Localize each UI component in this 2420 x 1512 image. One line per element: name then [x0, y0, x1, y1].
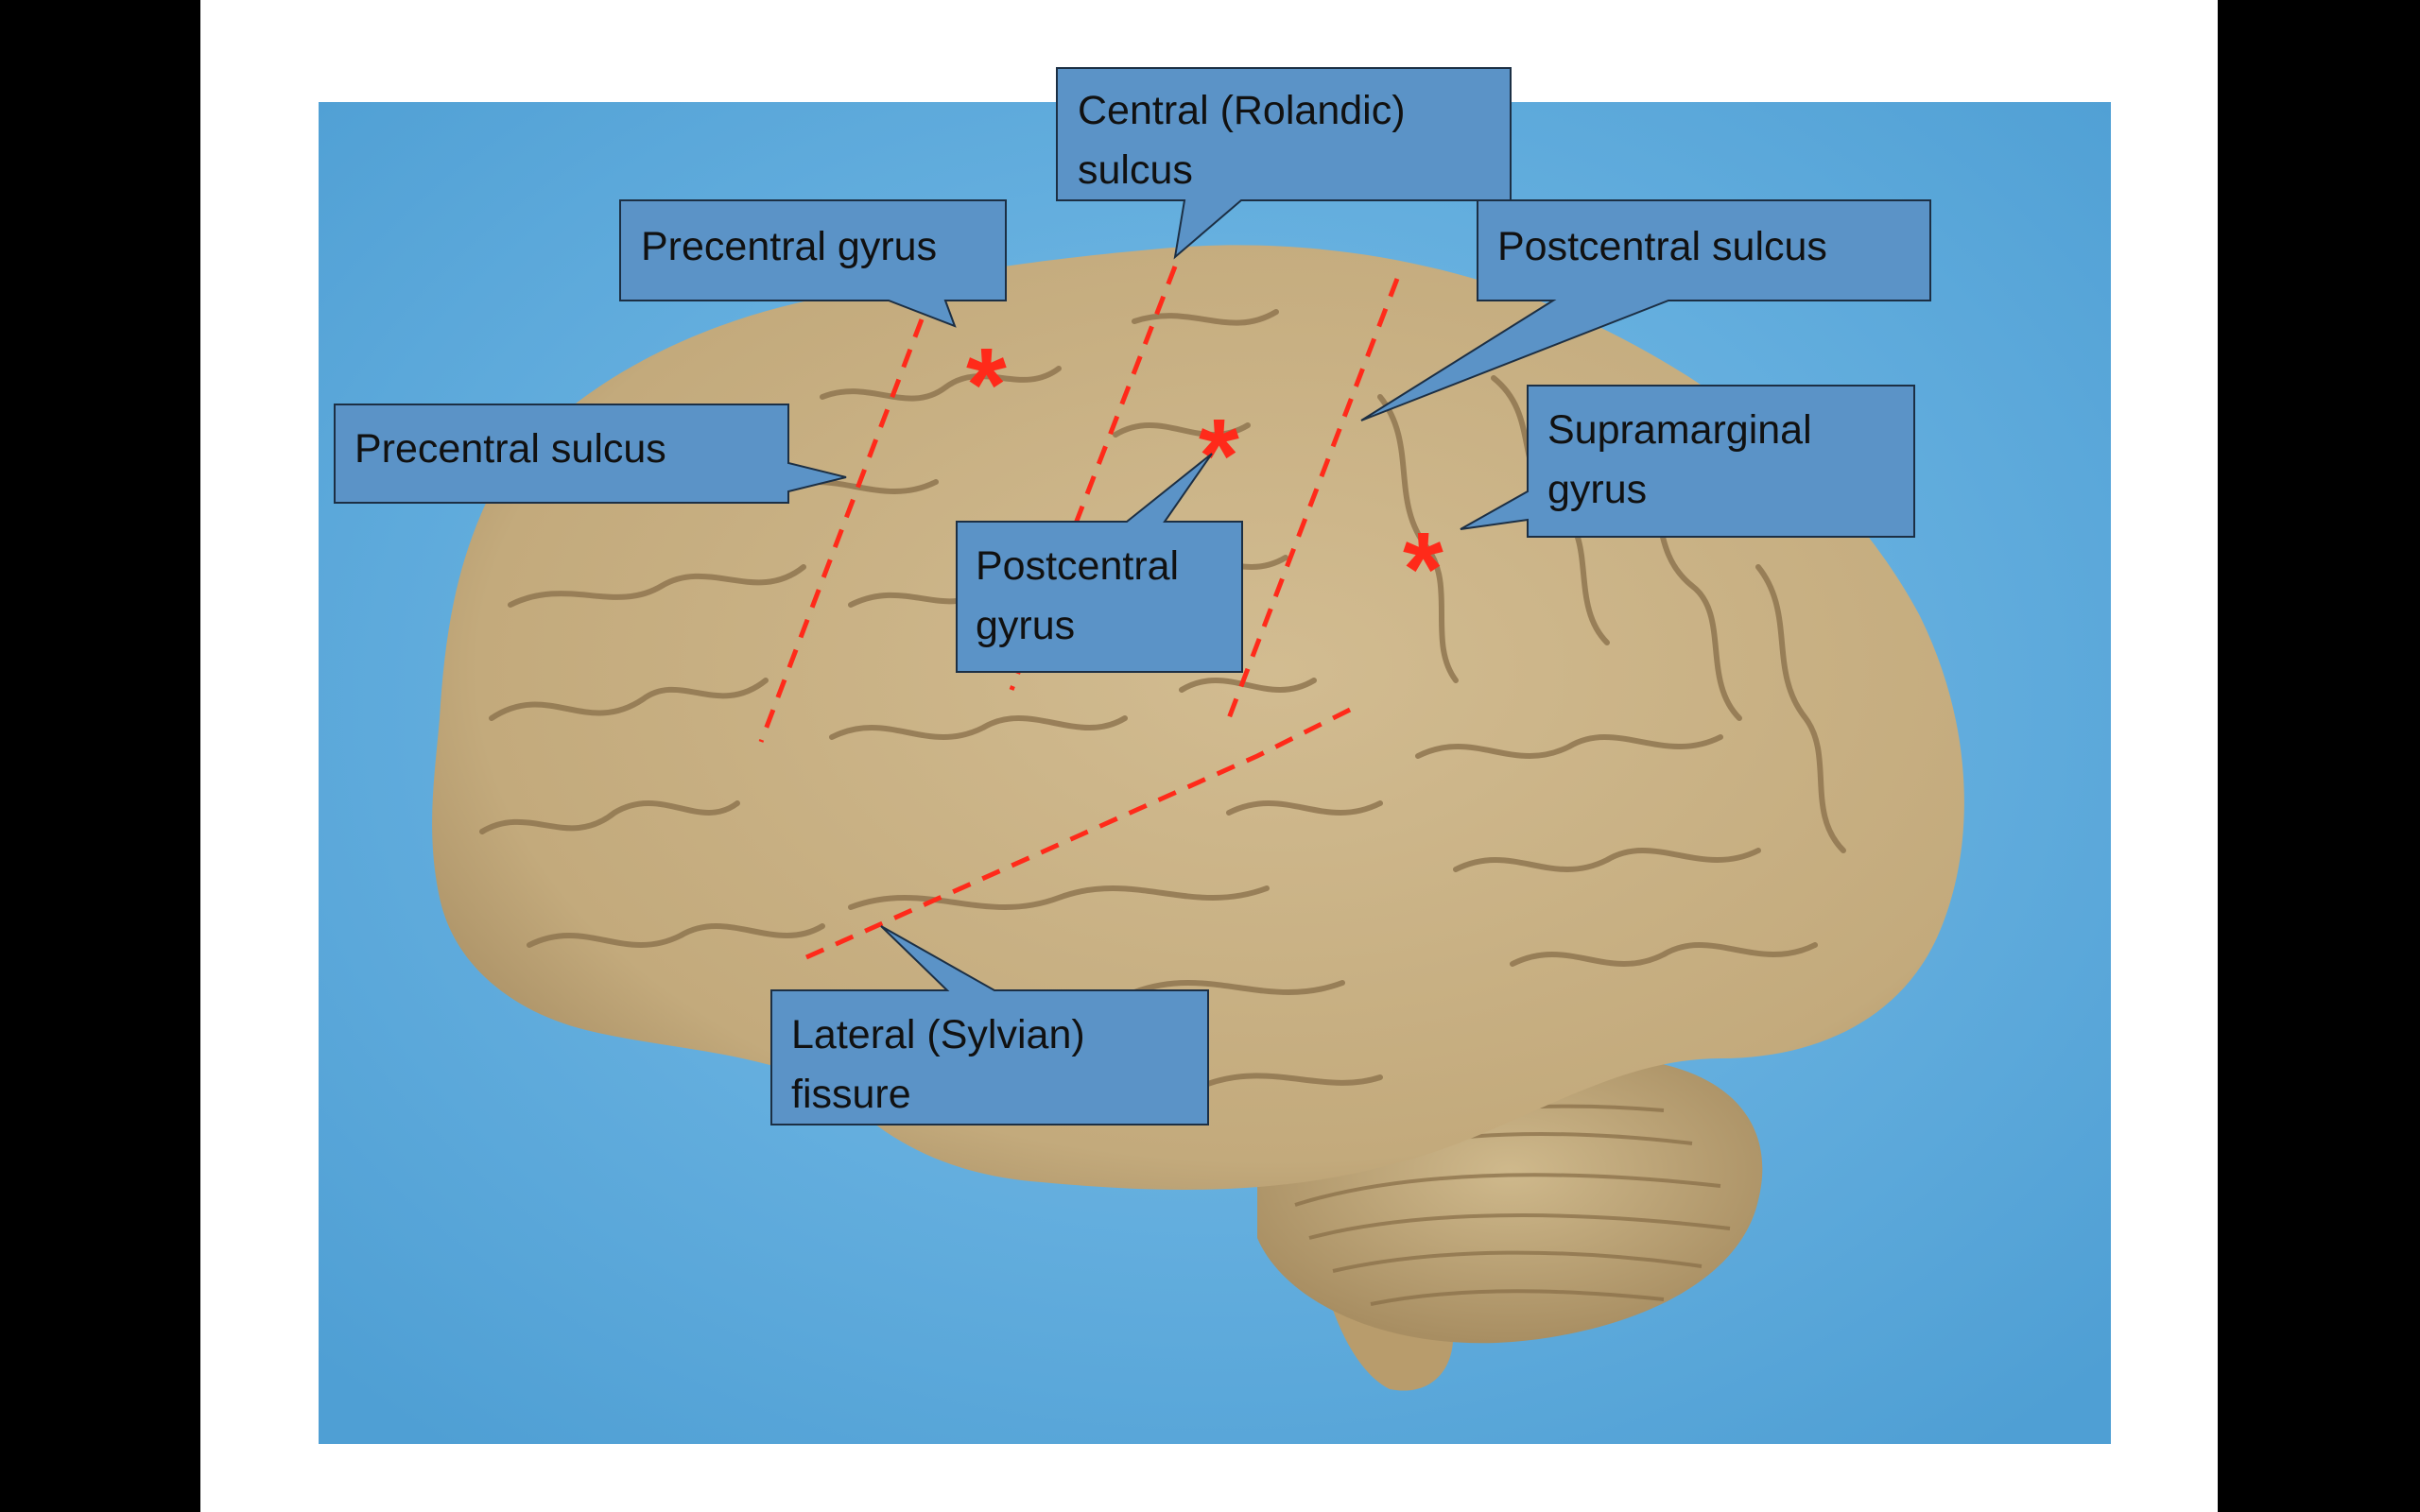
label-precentral-sulcus: Precentral sulcus [354, 426, 666, 472]
callout-postcentral-gyrus [956, 453, 1243, 673]
callout-central-sulcus [1056, 67, 1512, 260]
central-sulcus-line [1009, 266, 1178, 691]
label-postcentral-gyrus: Postcentral gyrus [976, 543, 1180, 648]
asterisk-marker: * * * [966, 327, 1443, 627]
precentral-sulcus-line [758, 318, 925, 743]
callout-supramarginal-gyrus [1460, 385, 1915, 538]
callout-pointer [334, 67, 1931, 1125]
label-precentral-gyrus: Precentral gyrus [641, 224, 938, 269]
callout-precentral-sulcus [334, 404, 847, 504]
asterisk-supramarginal-gyrus: * [1403, 511, 1443, 627]
asterisk-precentral-gyrus: * [966, 327, 1007, 443]
cerebellum-folia [1294, 1104, 1731, 1306]
callout-precentral-gyrus [619, 199, 1007, 328]
postcentral-sulcus-line [1226, 278, 1400, 719]
label-supramarginal-gyrus: Supramarginal gyrus [1547, 407, 1812, 512]
asterisk-postcentral-gyrus: * [1199, 398, 1239, 514]
lateral-fissure-line [804, 701, 1363, 960]
callout-postcentral-sulcus [1360, 199, 1931, 421]
label-central-sulcus: Central (Rolandic) sulcus [1078, 88, 1406, 193]
label-lateral-fissure: Lateral (Sylvian) fissure [791, 1012, 1085, 1117]
callout-lateral-fissure [770, 925, 1209, 1125]
label-postcentral-sulcus: Postcentral sulcus [1497, 224, 1827, 269]
dashed-sulcus-line [758, 266, 1400, 960]
